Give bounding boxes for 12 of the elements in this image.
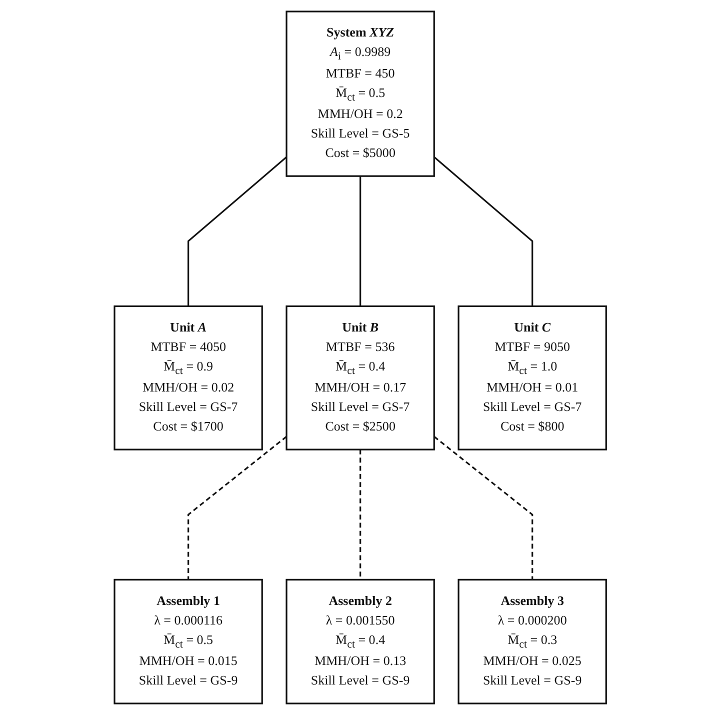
connector bbox=[360, 176, 362, 306]
connector bbox=[188, 156, 288, 306]
connector bbox=[434, 436, 534, 580]
node-box: Assembly 3 λ = 0.000200 M̄$_{ct}$ = 0.3 MMH/OH = 0.025 Skill Level = GS-9 bbox=[458, 578, 608, 704]
node-box: Unit B MTBF = 536 M̄$_{ct}$ = 0.4 MMH/OH = 0.17 Skill Level = GS-7 Cost = $2500 bbox=[286, 305, 436, 450]
connector bbox=[188, 436, 288, 580]
node-box: Assembly 1 λ = 0.000116 M̄$_{ct}$ = 0.5 MMH/OH = 0.015 Skill Level = GS-9 bbox=[114, 578, 264, 704]
node-box: Unit A MTBF = 4050 M̄$_{ct}$ = 0.9 MMH/OH = 0.02 Skill Level = GS-7 Cost = $1700 bbox=[114, 305, 264, 450]
node-box: Assembly 2 λ = 0.001550 M̄$_{ct}$ = 0.4 MMH/OH = 0.13 Skill Level = GS-9 bbox=[286, 578, 436, 704]
node-box: Unit C MTBF = 9050 M̄$_{ct}$ = 1.0 MMH/OH = 0.01 Skill Level = GS-7 Cost = $800 bbox=[458, 305, 608, 450]
node-box: System XYZ A$_{i}$ = 0.9989 MTBF = 450 M̄$_{ct}$ = 0.5 MMH/OH = 0.2 Skill Level = GS-5 Cost = $5000 bbox=[286, 10, 436, 177]
connector bbox=[434, 156, 534, 306]
